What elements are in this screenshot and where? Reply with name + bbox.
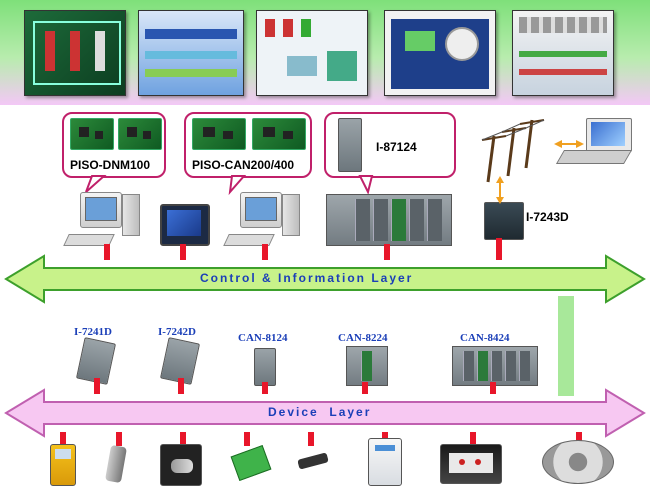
connector-line (384, 244, 390, 260)
can-8224-module-image (346, 346, 388, 386)
callout-piso-can: PISO-CAN200/400 (184, 112, 312, 178)
device-module-label: CAN-8424 (460, 332, 510, 344)
fieldbus-link-arrow (496, 176, 504, 204)
laptop-base (555, 150, 633, 164)
device-module-label: CAN-8124 (238, 332, 288, 344)
can-8424-module-image (452, 346, 538, 386)
pc-tower (122, 194, 140, 236)
device-module-label: I-7242D (158, 326, 196, 338)
laptop-icon (586, 118, 632, 152)
connector-line (490, 382, 496, 394)
proximity-sensor-icon (160, 444, 202, 486)
connector-line (262, 244, 268, 260)
i-7243d-label: I-7243D (526, 210, 569, 224)
connector-line (178, 378, 184, 394)
hmi-screenshot-3 (256, 10, 368, 96)
pc-tower (282, 194, 300, 236)
card-label: I-87124 (376, 140, 417, 154)
i-7243d-module-image (484, 202, 524, 240)
hmi-screenshot-5 (512, 10, 614, 96)
hmi-screenshot-4 (384, 10, 496, 96)
connector-line (60, 432, 66, 446)
controller-box-icon (440, 444, 502, 484)
touch-panel-icon (160, 204, 210, 246)
piso-card-image (192, 118, 246, 150)
connector-line (496, 238, 502, 260)
piso-card-image (70, 118, 114, 150)
multimeter-icon (50, 444, 76, 486)
connector-line (180, 244, 186, 260)
connector-line (362, 382, 368, 394)
can-8124-module-image (254, 348, 276, 386)
device-layer-label: Device Layer (268, 405, 372, 419)
connector-line (308, 432, 314, 446)
card-label: PISO-CAN200/400 (192, 158, 295, 172)
piso-card-image (118, 118, 162, 150)
control-layer-arrow (4, 254, 646, 304)
load-cell-icon (542, 440, 614, 484)
piso-card-image (252, 118, 306, 150)
connector-line (470, 432, 476, 446)
connector-line (116, 432, 122, 446)
callout-i-87124: I-87124 (324, 112, 456, 178)
connector-line (244, 432, 250, 446)
callout-piso-dnm100: PISO-DNM100 (62, 112, 166, 178)
connector-line (180, 432, 186, 446)
device-module-label: I-7241D (74, 326, 112, 338)
power-poles-icon (481, 119, 584, 183)
pc-monitor (80, 192, 122, 228)
device-module-label: CAN-8224 (338, 332, 388, 344)
pc-monitor (240, 192, 282, 228)
layer-link-bar (558, 296, 574, 396)
i-8000-rack-controller (326, 194, 452, 246)
connector-line (104, 244, 110, 260)
control-layer-label: Control & Information Layer (200, 271, 414, 285)
hmi-screenshot-1 (24, 10, 126, 96)
connector-line (262, 382, 268, 394)
card-label: PISO-DNM100 (70, 158, 151, 172)
connector-line (382, 432, 388, 442)
hmi-screenshot-2 (138, 10, 244, 96)
device-layer-arrow (4, 388, 646, 438)
connector-line (94, 378, 100, 394)
drive-unit-icon (368, 438, 402, 486)
connector-line (576, 432, 582, 444)
i-87124-module-image (338, 118, 362, 172)
